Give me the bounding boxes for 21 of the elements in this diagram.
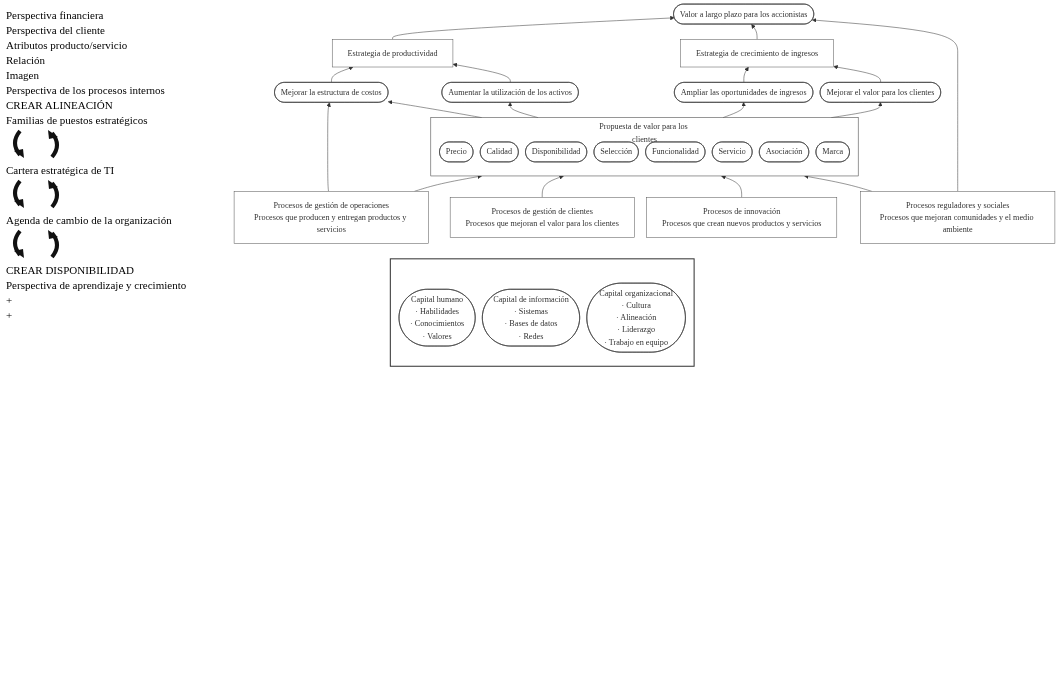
note-text: Familias de puestos estratégicos [6, 114, 149, 126]
note-text: CREAR DISPONIBILIDAD [6, 264, 136, 276]
node-box: Procesos de gestión de clientes Procesos que mejoran el valor para los clientes [449, 197, 635, 238]
note-text: Cartera estratégica de TI [6, 164, 116, 176]
note-text: Perspectiva de aprendizaje y crecimiento [6, 279, 188, 291]
node-box: Procesos de innovación Procesos que crean nuevos productos y servicios [646, 197, 838, 238]
note-text: + [6, 309, 14, 321]
note-text: Agenda de cambio de la organización [6, 214, 173, 226]
note-text: Perspectiva financiera [6, 9, 105, 21]
note-text: Relación [6, 54, 47, 66]
note-text: CREAR ALINEACIÓN [6, 99, 114, 111]
note-text: Imagen [6, 69, 40, 81]
node-box: Procesos de gestión de operaciones Procesos que producen y entregan productos y servicios [233, 191, 429, 244]
cluster [389, 258, 695, 367]
note-text: Perspectiva de los procesos internos [6, 84, 166, 96]
node-box: Procesos reguladores y sociales Procesos que mejoran comunidades y el medio ambiente [860, 191, 1056, 244]
note-text: + [6, 294, 14, 306]
note-text: Perspectiva del cliente [6, 24, 106, 36]
node-box: Estrategia de productividad [331, 39, 454, 68]
note-text: Atributos producto/servicio [6, 39, 129, 51]
node-box: Estrategia de crecimiento de ingresos [680, 39, 834, 68]
